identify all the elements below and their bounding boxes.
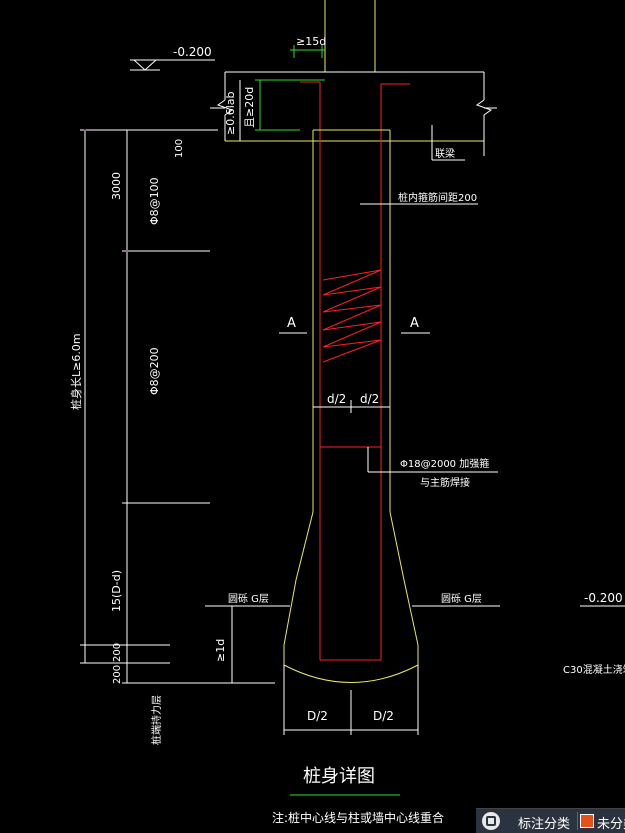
rebar-right-top bbox=[380, 83, 410, 660]
dim-anchor-text: ≥0.6lab bbox=[224, 91, 237, 135]
dim-1d-text: ≥1d bbox=[214, 639, 227, 662]
dim-3000-text: 3000 bbox=[110, 172, 123, 200]
hoop-label2-text: 与主筋焊接 bbox=[420, 476, 470, 489]
drawing-title: 桩身详图 bbox=[303, 766, 375, 787]
lianliang-text: 联梁 bbox=[435, 147, 455, 160]
right-fragment-text: C30混凝土浇筑二次 bbox=[563, 663, 625, 676]
bell-bottom-arc bbox=[283, 664, 419, 683]
uncategorized-label[interactable]: 未分类 bbox=[597, 817, 625, 832]
elev-left-symbol bbox=[133, 59, 157, 71]
stirrup-mid-text: Φ8@200 bbox=[148, 347, 161, 395]
elev-left-text: -0.200 bbox=[173, 45, 212, 59]
dim-200a-text: 200 bbox=[112, 643, 123, 662]
status-bar: 标注分类 未分类 bbox=[476, 808, 625, 833]
category-color-swatch[interactable] bbox=[580, 814, 594, 828]
d-half-left-text: d/2 bbox=[327, 392, 346, 406]
spiral-label-text: 桩内箍筋间距200 bbox=[398, 191, 477, 204]
bottom-label-text: 桩端持力层 bbox=[150, 695, 163, 745]
D-half-right-text: D/2 bbox=[373, 709, 394, 723]
D-half-left-text: D/2 bbox=[307, 709, 328, 723]
dim-20d-text: 且≥20d bbox=[243, 87, 256, 128]
section-a-right-text: A bbox=[410, 316, 419, 331]
d-half-right-text: d/2 bbox=[360, 392, 379, 406]
hoop-label-text: Φ18@2000 加强箍 bbox=[400, 457, 489, 470]
section-a-left-text: A bbox=[287, 316, 296, 331]
bell-left-text: 圆砾 G层 bbox=[228, 592, 269, 605]
dim-100-text: 100 bbox=[174, 139, 185, 158]
dim-15d-text: ≥15d bbox=[296, 35, 326, 48]
rebar-left-top bbox=[300, 81, 321, 660]
spiral-stirrup bbox=[322, 269, 382, 363]
dim-15Dd-text: 15(D-d) bbox=[110, 570, 123, 612]
right-elev-text: -0.200 bbox=[584, 591, 623, 605]
drawing-note: 注:桩中心线与柱或墙中心线重合 bbox=[272, 810, 444, 825]
bell-right-text: 圆砾 G层 bbox=[441, 592, 482, 605]
annotation-category-icon[interactable] bbox=[482, 812, 500, 830]
status-separator bbox=[577, 812, 578, 830]
annotation-category-label[interactable]: 标注分类 bbox=[518, 817, 571, 832]
bell-right bbox=[389, 511, 419, 646]
pile-length-text: 桩身长L≥6.0m bbox=[69, 333, 83, 410]
dim-200b-text: 200 bbox=[112, 665, 123, 684]
bell-left bbox=[283, 511, 314, 646]
stirrup-top-text: Φ8@100 bbox=[148, 177, 161, 225]
